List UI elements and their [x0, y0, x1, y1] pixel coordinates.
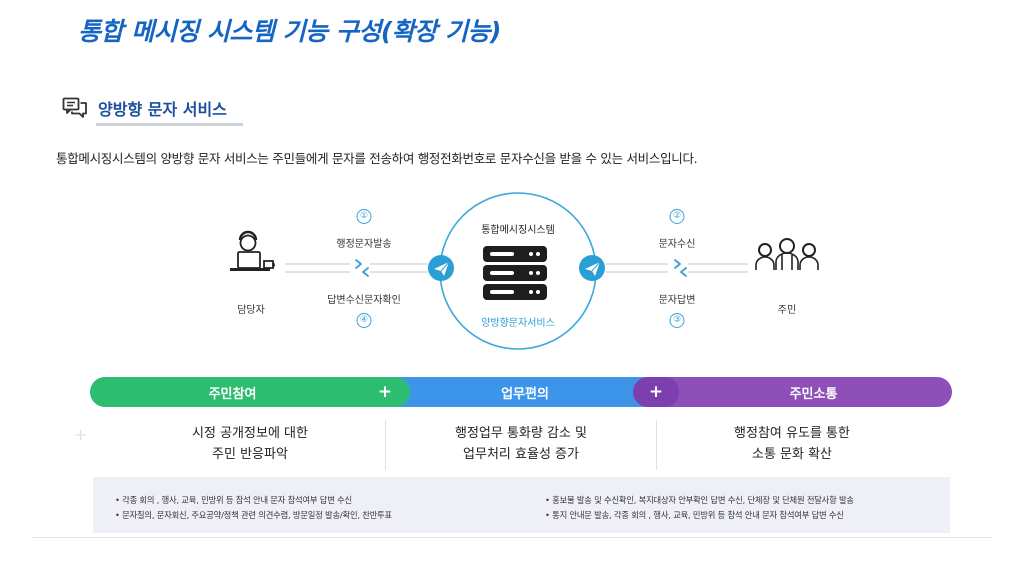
section-underline	[96, 123, 243, 126]
communication-text: 행정참여 유도를 통한 소통 문화 확산	[657, 423, 927, 465]
convenience-line-1: 행정업무 통화량 감소 및	[455, 426, 587, 441]
section-title: 양방향 문자 서비스	[98, 100, 227, 119]
step-1-number: ①	[356, 209, 372, 224]
convenience-bar: 업무편의	[375, 377, 675, 407]
send-icon	[428, 255, 454, 281]
list-item: • 문자질의, 문자회신, 주요공약/정책 관련 의견수렴, 방문일정 발송/확…	[115, 510, 392, 520]
residents-label: 주민	[777, 305, 797, 316]
flow-diagram-graphic	[230, 192, 819, 350]
system-subtitle: 양방향문자서비스	[481, 318, 555, 329]
divider	[385, 420, 386, 470]
page-title: 통합 메시징 시스템 기능 구성(확장 기능)	[78, 17, 501, 46]
list-item: • 홍보물 발송 및 수신확인, 복지대상자 안부확인 답변 수신, 단체장 및…	[545, 495, 854, 505]
chevron-left-icon	[680, 267, 687, 277]
plus-icon: +	[633, 377, 679, 407]
chevron-left-icon	[362, 267, 369, 277]
step-1-label: 행정문자발송	[336, 239, 392, 250]
plus-icon: +	[362, 377, 408, 407]
residents-icon	[755, 238, 819, 270]
service-description: 통합메시징시스템의 양방향 문자 서비스는 주민들에게 문자를 전송하여 행정전…	[56, 151, 698, 166]
communication-header: 주민소통	[789, 386, 838, 402]
step-2-number: ②	[669, 209, 685, 224]
flow-diagram: ① 행정문자발송 답변수신문자확인 ④ ② 문자수신 문자답변 ③ 담당자 주민…	[0, 190, 1024, 360]
step-3-label: 문자답변	[658, 295, 696, 306]
participation-line-2: 주민 반응파악	[212, 447, 288, 462]
list-item: • 통지 안내문 발송, 각종 회의 , 행사, 교육, 민방위 등 참석 안내…	[545, 510, 844, 520]
list-item: • 각종 회의 , 행사, 교육, 민방위 등 참석 안내 문자 참석여부 답변…	[115, 495, 352, 505]
convenience-text: 행정업무 통화량 감소 및 업무처리 효율성 증가	[386, 423, 656, 465]
operator-icon	[230, 230, 275, 271]
communication-line-2: 소통 문화 확산	[751, 447, 833, 462]
participation-text: 시정 공개정보에 대한 주민 반응파악	[115, 423, 385, 465]
step-2-label: 문자수신	[658, 239, 696, 250]
participation-header: 주민참여	[208, 386, 257, 402]
communication-line-1: 행정참여 유도를 통한	[734, 426, 850, 441]
use-cases-box: • 각종 회의 , 행사, 교육, 민방위 등 참석 안내 문자 참석여부 답변…	[93, 477, 950, 533]
system-title: 통합메시징시스템	[481, 225, 555, 236]
step-4-label: 답변수신문자확인	[327, 295, 401, 306]
communication-bar: 주민소통	[640, 377, 952, 407]
participation-line-1: 시정 공개정보에 대한	[192, 426, 308, 441]
chat-bubble-icon	[62, 97, 87, 118]
convenience-header: 업무편의	[501, 386, 549, 402]
operator-label: 담당자	[237, 305, 265, 316]
decorative-plus-icon: +	[74, 425, 88, 444]
participation-bar: 주민참여	[90, 377, 410, 407]
bottom-divider	[32, 537, 992, 538]
send-icon	[579, 255, 605, 281]
chevron-right-icon	[674, 259, 681, 269]
chevron-right-icon	[355, 259, 362, 269]
use-cases-left: • 각종 회의 , 행사, 교육, 민방위 등 참석 안내 문자 참석여부 답변…	[115, 493, 392, 523]
server-icon	[483, 246, 547, 300]
step-4-number: ④	[356, 313, 372, 328]
step-3-number: ③	[669, 313, 685, 328]
divider	[656, 420, 657, 470]
convenience-line-2: 업무처리 효율성 증가	[463, 447, 579, 462]
section-header: 양방향 문자 서비스	[62, 95, 244, 127]
use-cases-right: • 홍보물 발송 및 수신확인, 복지대상자 안부확인 답변 수신, 단체장 및…	[545, 493, 854, 523]
